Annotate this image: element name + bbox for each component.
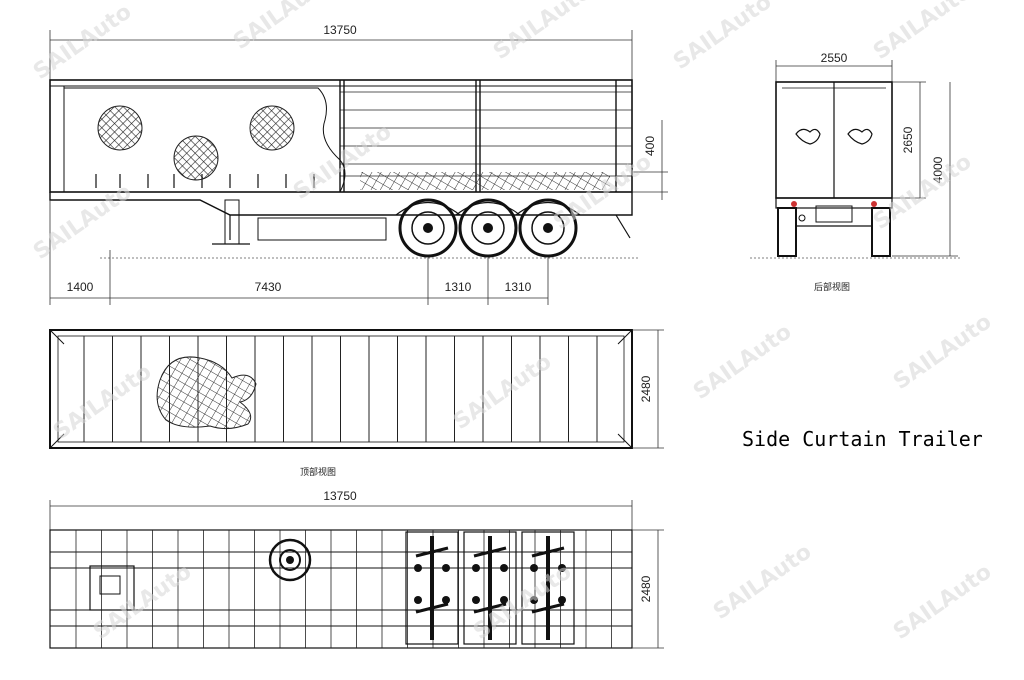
dim-label-overall-length: 13750 — [323, 23, 357, 37]
dim-label-axle-spacing-1: 1310 — [445, 280, 472, 294]
top-view: 2480 顶部视图 — [49, 329, 664, 478]
side-wheels — [395, 198, 581, 258]
watermark-text: SAILAuto — [49, 359, 156, 445]
bottom-view: 13750 2480 — [49, 489, 664, 649]
dim-label-rear-width: 2550 — [821, 51, 848, 65]
watermark-text: SAILAuto — [709, 539, 816, 625]
dim-label-kingpin-to-axle: 7430 — [255, 280, 282, 294]
diagram-title: Side Curtain Trailer — [742, 427, 983, 451]
dim-label-top-width: 2480 — [639, 375, 653, 402]
watermark-text: SAILAuto — [669, 0, 776, 75]
watermark-text: SAILAuto — [889, 309, 996, 395]
dim-label-bottom-length: 13750 — [323, 489, 357, 503]
top-view-caption: 顶部视图 — [300, 466, 336, 478]
dim-label-front-overhang: 1400 — [67, 280, 94, 294]
dim-overall-length: 13750 — [49, 23, 633, 80]
dim-height: 400 — [632, 120, 668, 200]
watermark-text: SAILAuto — [869, 149, 976, 235]
dim-label-overall-height: 4000 — [931, 156, 945, 183]
dim-label-height: 400 — [643, 136, 657, 156]
watermark-text: SAILAuto — [889, 559, 996, 645]
watermark-text: SAILAuto — [29, 0, 136, 85]
side-view: 13750 — [49, 23, 668, 305]
watermark-text: SAILAuto — [229, 0, 336, 55]
rear-view: 2550 2650 4000 后部视图 — [750, 51, 960, 293]
watermark-text: SAILAuto — [869, 0, 976, 65]
dim-label-body-height: 2650 — [901, 126, 915, 153]
watermark-text: SAILAuto — [89, 559, 196, 645]
rear-view-caption: 后部视图 — [814, 281, 850, 293]
dim-label-bottom-width: 2480 — [639, 575, 653, 602]
watermark-text: SAILAuto — [689, 319, 796, 405]
dim-label-axle-spacing-2: 1310 — [505, 280, 532, 294]
dim-bottom-row: 1400 7430 1310 1310 — [49, 200, 549, 305]
watermark-text: SAILAuto — [489, 0, 596, 65]
